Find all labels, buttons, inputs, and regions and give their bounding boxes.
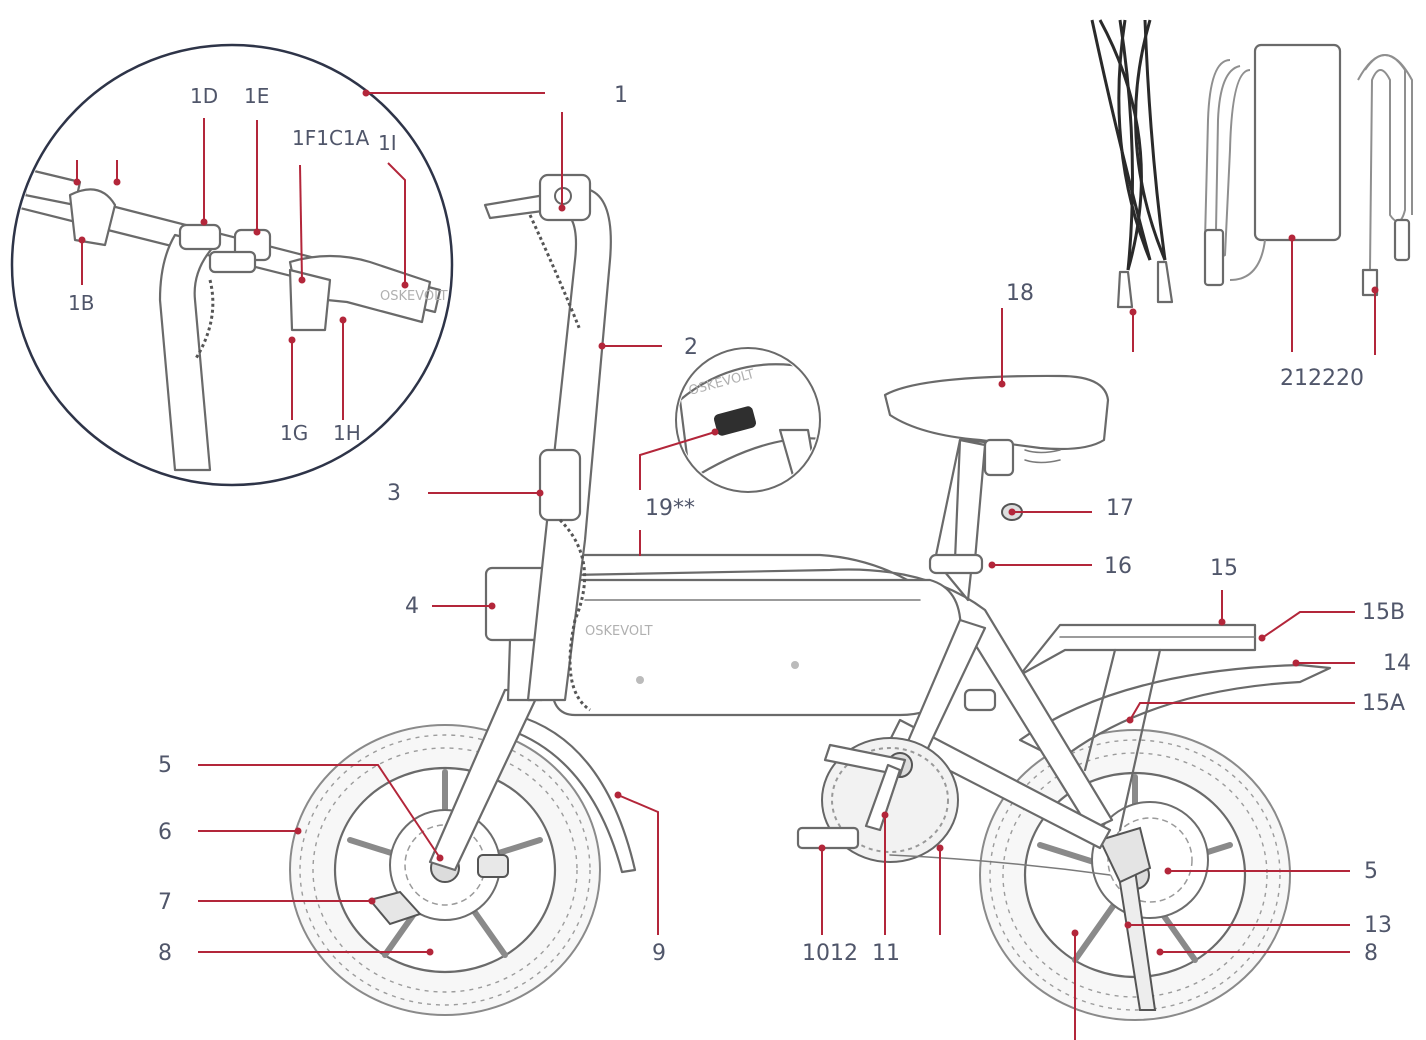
label-5-rear: 5 [1364,859,1378,884]
label-1g: 1G [280,421,308,445]
label-7: 7 [158,890,172,915]
chain [889,854,1111,876]
label-1012: 1012 [802,941,858,966]
handlebar [483,173,592,222]
label-8-rear: 8 [1364,941,1378,966]
label-5-front: 5 [158,753,172,778]
accessories [1090,19,1413,309]
folding-latch [538,448,582,522]
label-1i: 1I [378,131,397,155]
label-11: 11 [872,941,900,966]
label-1b: 1B [68,291,94,315]
label-1h: 1H [333,421,361,445]
label-17: 17 [1106,496,1134,521]
label-18: 18 [1006,281,1034,306]
front-caliper [477,854,509,878]
label-6: 6 [158,820,172,845]
front-fender [508,713,637,874]
front-wheel [289,724,601,1016]
rear-dropout [1098,826,1152,884]
crankset [796,688,1111,876]
label-15b: 15B [1362,600,1405,625]
bike-illustration: OSKEVOLT [289,173,1332,1021]
power-cord [1357,54,1413,297]
label-212220: 212220 [1280,366,1364,391]
seat [883,374,1110,562]
label-1e: 1E [244,84,269,108]
label-13: 13 [1364,913,1392,938]
svg-text:OSKEVOLT: OSKEVOLT [380,289,448,304]
label-1d: 1D [190,84,218,108]
frame: OSKEVOLT [550,438,1114,850]
pedal-left [796,826,860,850]
callout-labels: 1 1D 1E 1F1C1A 1I 1B 1G 1H 2 3 4 19** 5 … [68,83,1411,966]
bungee-cords [1090,19,1174,309]
leader-lines [73,89,1379,1040]
label-15: 15 [1210,556,1238,581]
frame-lock-inset: OSKEVOLT [675,347,821,493]
label-1: 1 [614,83,628,108]
svg-text:OSKEVOLT: OSKEVOLT [585,624,653,639]
label-16: 16 [1104,554,1132,579]
label-9: 9 [652,941,666,966]
label-2: 2 [684,335,698,360]
charger [1203,43,1342,287]
rear-rack [1018,623,1257,832]
label-4: 4 [405,594,419,619]
seatpost-clamp [928,553,984,575]
label-8-front: 8 [158,941,172,966]
label-19: 19** [645,496,695,521]
label-15a: 15A [1362,691,1405,716]
rear-wheel [979,729,1291,1021]
label-1f1c1a: 1F1C1A [292,126,370,150]
label-3: 3 [387,481,401,506]
handlebar-detail-inset: OSKEVOLT [10,43,454,487]
front-footrest [368,890,422,926]
label-14: 14 [1383,651,1411,676]
